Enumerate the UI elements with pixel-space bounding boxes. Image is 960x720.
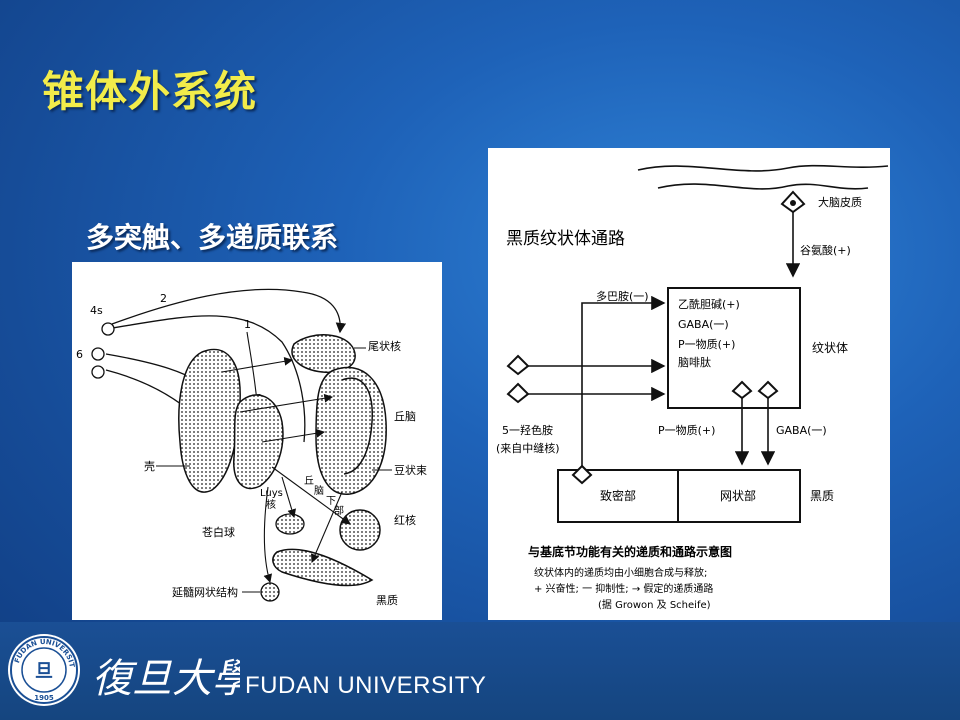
label-hypothalamus-4: 部	[334, 504, 344, 517]
label-2: 2	[160, 292, 167, 305]
label-glutamate: 谷氨酸(+)	[800, 243, 851, 257]
caption-line-3: (据 Growon 及 Scheife)	[598, 598, 711, 611]
anatomy-diagram: 4s 2 1 6 尾状核 丘脑 壳 豆状束 丘 脑 下 部 Luys 核 苍白球…	[76, 288, 427, 607]
caudate-head-shape	[291, 334, 356, 374]
globus-pallidus-shape	[233, 394, 284, 490]
label-cortex: 大脑皮质	[818, 195, 862, 209]
cortex-neuron-core	[790, 200, 796, 206]
luys-nucleus-shape	[275, 513, 305, 535]
dopamine-arrow	[581, 295, 666, 473]
basal-ganglia-anatomy-figure: 4s 2 1 6 尾状核 丘脑 壳 豆状束 丘 脑 下 部 Luys 核 苍白球…	[72, 262, 442, 620]
cortex-wave-2	[657, 183, 869, 190]
caption-title: 与基底节功能有关的递质和通路示意图	[528, 544, 732, 559]
label-hypothalamus-1: 丘	[304, 475, 314, 487]
raphe-neuron-1-icon	[506, 354, 530, 376]
label-6: 6	[76, 348, 83, 361]
caudate-tail-shape	[341, 377, 373, 475]
label-ach: 乙酰胆碱(+)	[678, 297, 740, 311]
label-reticular: 延髓网状结构	[172, 585, 238, 599]
label-substantia-nigra: 黑质	[376, 594, 398, 607]
striatal-neuron-2-icon	[757, 380, 779, 400]
label-lenticular-fasciculus: 豆状束	[394, 463, 427, 477]
label-substance-p: P一物质(+)	[678, 337, 735, 351]
raphe-neuron-2-icon	[506, 382, 530, 404]
slide-title: 锥体外系统	[42, 67, 258, 116]
label-nigra: 黑质	[810, 489, 834, 503]
seal-center: 旦	[35, 661, 53, 682]
label-striatum: 纹状体	[812, 341, 848, 355]
projection-2	[239, 393, 334, 413]
neuron-4s	[101, 322, 115, 336]
cortex-wave-1	[637, 164, 889, 172]
neuron-6b	[91, 365, 105, 379]
university-name: FUDAN UNIVERSITY	[245, 672, 487, 699]
label-1: 1	[244, 318, 251, 331]
pathway-title: 黑质纹状体通路	[506, 229, 625, 249]
compact-neuron-icon	[571, 464, 593, 485]
label-caudate: 尾状核	[368, 339, 401, 353]
reticular-neuron	[260, 582, 280, 602]
label-thalamus: 丘脑	[394, 410, 416, 423]
caption-line-2: + 兴奋性; 一 抑制性; → 假定的递质通路	[534, 582, 713, 595]
label-red-nucleus: 红核	[394, 513, 416, 527]
projection-6	[263, 486, 273, 584]
neuron-6a	[91, 347, 105, 361]
projection-5	[281, 476, 297, 519]
projection-3	[261, 428, 326, 443]
caption-line-1: 纹状体内的递质均由小细胞合成与释放;	[534, 566, 707, 579]
striatum-box	[667, 287, 801, 409]
calligraphy-logo: 復旦大學	[92, 656, 240, 702]
label-luys-2: 核	[266, 498, 276, 511]
university-seal-icon: FUDAN UNIVERSITY 旦 1905	[6, 632, 80, 706]
label-4s: 4s	[90, 304, 103, 317]
thalamus-shape	[315, 366, 387, 495]
label-luys-1: Luys	[260, 488, 283, 499]
seal-year: 1905	[34, 694, 54, 702]
slide-subtitle: 多突触、多递质联系	[86, 221, 339, 254]
label-reticulata: 网状部	[720, 488, 756, 503]
cortical-fiber-2	[111, 288, 347, 334]
pathway-diagram: 黑质纹状体通路 大脑皮质 谷氨酸(+) 多巴胺(一) 乙酰胆碱(+) GABA(…	[496, 164, 889, 611]
label-gaba-neg: GABA(一)	[678, 318, 729, 331]
label-serotonin-2: (来自中缝核)	[496, 441, 560, 455]
footer-bar: FUDAN UNIVERSITY 旦 1905 復旦大學 FUDAN UNIVE…	[0, 622, 960, 720]
label-serotonin-1: 5一羟色胺	[502, 423, 553, 437]
projection-4	[271, 466, 351, 525]
label-enkephalin: 脑啡肽	[678, 355, 711, 369]
cortical-fiber-1	[246, 331, 261, 404]
cortical-fiber-4s	[111, 315, 306, 443]
label-hypothalamus-3: 下	[326, 496, 336, 507]
label-substance-p-2: P一物质(+)	[658, 423, 715, 437]
label-globus-pallidus: 苍白球	[202, 525, 235, 539]
projection-7	[310, 491, 343, 564]
nigrostriatal-pathway-figure: 黑质纹状体通路 大脑皮质 谷氨酸(+) 多巴胺(一) 乙酰胆碱(+) GABA(…	[488, 148, 890, 620]
label-hypothalamus-2: 脑	[314, 484, 324, 497]
projection-1	[221, 356, 294, 373]
substantia-nigra-shape	[272, 548, 374, 587]
label-dopamine: 多巴胺(一)	[596, 289, 649, 303]
label-putamen: 壳	[144, 459, 155, 473]
striatal-neuron-1-icon	[731, 380, 753, 400]
label-gaba-2: GABA(一)	[776, 424, 827, 437]
calligraphy-text: 復旦大學	[92, 656, 240, 702]
label-compact: 致密部	[600, 488, 636, 503]
putamen-shape	[178, 348, 241, 493]
red-nucleus-shape	[339, 509, 381, 551]
